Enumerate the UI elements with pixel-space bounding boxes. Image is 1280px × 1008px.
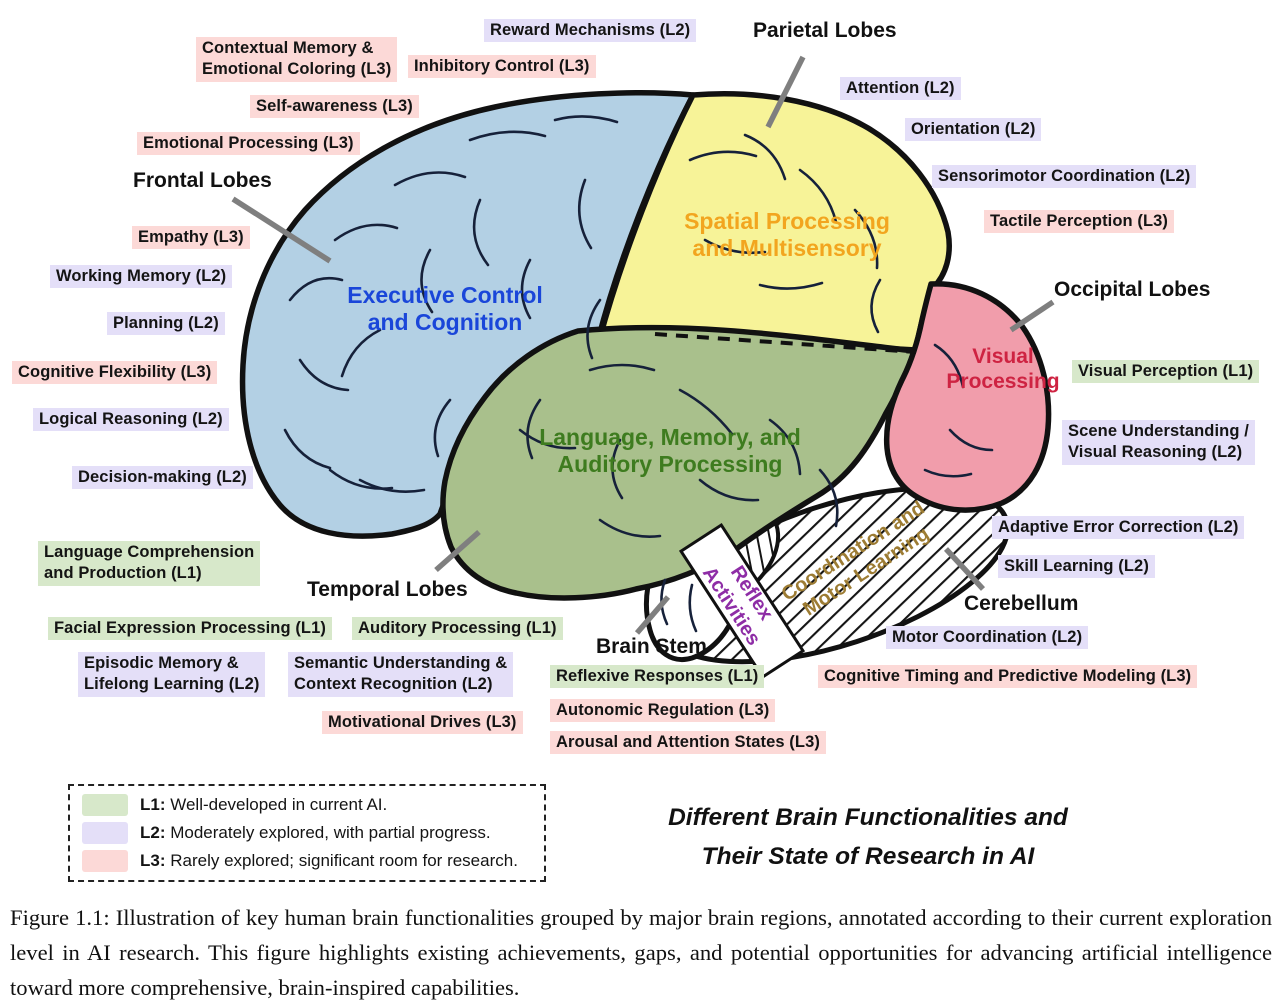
annotation-label: Empathy (L3)	[132, 226, 250, 250]
region-title-label: Brain Stem	[596, 635, 707, 658]
legend-box: L1: Well-developed in current AI. L2: Mod…	[68, 784, 546, 882]
inner-label-frontal-lobe: Executive Control and Cognition	[347, 281, 543, 335]
annotation-label: Attention (L2)	[840, 77, 961, 101]
legend-swatch-l3	[82, 850, 128, 872]
annotation-label: Emotional Processing (L3)	[137, 132, 360, 156]
annotation-label: Motor Coordination (L2)	[886, 626, 1089, 650]
region-title-label: Occipital Lobes	[1054, 278, 1211, 301]
annotation-label: Semantic Understanding & Context Recogni…	[288, 652, 514, 697]
annotation-label: Skill Learning (L2)	[998, 555, 1155, 579]
region-title-label: Temporal Lobes	[307, 578, 468, 601]
leader-brain-stem	[634, 595, 671, 635]
legend-row: L2: Moderately explored, with partial pr…	[82, 822, 532, 844]
annotation-label: Logical Reasoning (L2)	[33, 408, 229, 432]
inner-label-occipital-lobe: Visual Processing	[946, 345, 1060, 393]
annotation-label: Facial Expression Processing (L1)	[48, 617, 332, 641]
leader-occipital	[1009, 299, 1055, 333]
inner-label-parietal-lobe: Spatial Processing and Multisensory	[684, 207, 890, 261]
leader-frontal	[231, 196, 332, 264]
annotation-label: Reward Mechanisms (L2)	[484, 19, 697, 43]
legend-row: L3: Rarely explored; significant room fo…	[82, 850, 532, 872]
annotation-label: Motivational Drives (L3)	[322, 711, 523, 735]
reflex-banner	[678, 522, 806, 680]
annotation-label: Cognitive Timing and Predictive Modeling…	[818, 665, 1198, 689]
region-title-label: Frontal Lobes	[133, 169, 272, 192]
inner-label-cerebellum: Coordination and Motor Learning	[777, 497, 934, 621]
annotation-label: Planning (L2)	[107, 312, 225, 336]
legend-row: L1: Well-developed in current AI.	[82, 794, 532, 816]
annotation-label: Working Memory (L2)	[50, 265, 233, 289]
figure-title: Different Brain Functionalities and Thei…	[668, 804, 1068, 870]
figure-caption: Figure 1.1: Illustration of key human br…	[10, 905, 1272, 1000]
annotation-label: Visual Perception (L1)	[1072, 360, 1260, 384]
annotation-label: Language Comprehension and Production (L…	[38, 541, 261, 586]
annotation-label: Contextual Memory & Emotional Coloring (…	[196, 37, 398, 82]
inner-label-temporal-lobe: Language, Memory, and Auditory Processin…	[539, 423, 801, 477]
annotation-label: Episodic Memory & Lifelong Learning (L2)	[78, 652, 266, 697]
annotation-label: Inhibitory Control (L3)	[408, 55, 596, 79]
annotation-label: Arousal and Attention States (L3)	[550, 731, 826, 755]
annotation-label: Sensorimotor Coordination (L2)	[932, 165, 1197, 189]
annotation-label: Self-awareness (L3)	[250, 95, 419, 119]
annotation-label: Decision-making (L2)	[72, 466, 253, 490]
lobe-boundary-dashed	[654, 332, 917, 354]
inner-label-brain-stem: Reflex Activities	[698, 561, 778, 650]
annotation-label: Auditory Processing (L1)	[352, 617, 563, 641]
legend-label: L2: Moderately explored, with partial pr…	[140, 823, 491, 842]
leader-parietal	[765, 55, 806, 129]
gyri-lines	[283, 115, 994, 633]
region-title-label: Parietal Lobes	[753, 19, 897, 42]
annotation-label: Autonomic Regulation (L3)	[550, 699, 776, 723]
annotation-label: Tactile Perception (L3)	[984, 210, 1175, 234]
annotation-label: Scene Understanding / Visual Reasoning (…	[1062, 420, 1255, 465]
leader-cerebellum	[943, 547, 986, 591]
annotation-label: Orientation (L2)	[905, 118, 1042, 142]
legend-label: L3: Rarely explored; significant room fo…	[140, 851, 518, 870]
annotation-label: Cognitive Flexibility (L3)	[12, 361, 218, 385]
leader-lines	[231, 55, 1055, 635]
region-title-label: Cerebellum	[964, 592, 1079, 615]
annotation-label: Reflexive Responses (L1)	[550, 665, 765, 689]
legend-label: L1: Well-developed in current AI.	[140, 795, 388, 814]
legend-swatch-l1	[82, 794, 128, 816]
annotation-label: Adaptive Error Correction (L2)	[992, 516, 1245, 540]
leader-temporal	[434, 529, 481, 573]
legend-swatch-l2	[82, 822, 128, 844]
